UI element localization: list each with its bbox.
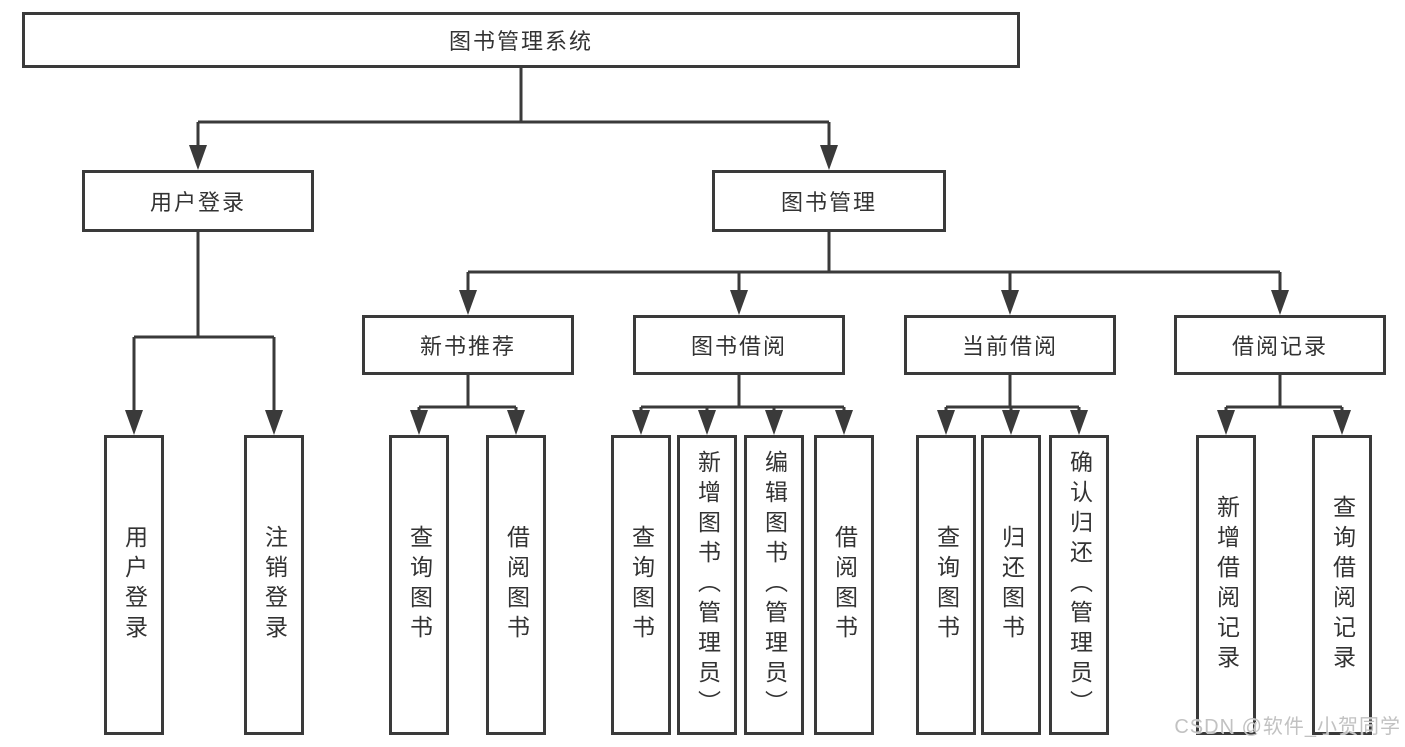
- leaf-logout: 注销登录: [244, 435, 304, 735]
- leaf-current-confirm-return-admin-label: 确认归还（管理员）: [1066, 450, 1093, 720]
- node-root: 图书管理系统: [22, 12, 1020, 68]
- node-current-borrow: 当前借阅: [904, 315, 1116, 375]
- node-borrow-records-label: 借阅记录: [1231, 334, 1328, 359]
- leaf-recommend-query-books: 查询图书: [389, 435, 449, 735]
- leaf-borrow-edit-books-admin-label: 编辑图书（管理员）: [761, 450, 788, 720]
- leaf-records-query-record: 查询借阅记录: [1312, 435, 1372, 735]
- leaf-records-add-record-label: 新增借阅记录: [1213, 495, 1240, 675]
- node-new-book-recommend: 新书推荐: [362, 315, 574, 375]
- node-current-borrow-label: 当前借阅: [961, 334, 1058, 359]
- leaf-borrow-add-books-admin-label: 新增图书（管理员）: [694, 450, 721, 720]
- node-book-borrow-label: 图书借阅: [690, 334, 787, 359]
- connector-borrow-to-leaves: [632, 375, 853, 435]
- node-borrow-records: 借阅记录: [1174, 315, 1386, 375]
- connector-root-to-children: [189, 68, 838, 170]
- leaf-recommend-borrow-books-label: 借阅图书: [503, 525, 530, 645]
- csdn-watermark: CSDN @软件_小贺同学: [1174, 716, 1401, 738]
- leaf-current-confirm-return-admin: 确认归还（管理员）: [1049, 435, 1109, 735]
- leaf-recommend-borrow-books: 借阅图书: [486, 435, 546, 735]
- node-book-borrow: 图书借阅: [633, 315, 845, 375]
- leaf-borrow-edit-books-admin: 编辑图书（管理员）: [744, 435, 804, 735]
- connector-login-to-leaves: [125, 232, 283, 435]
- leaf-records-query-record-label: 查询借阅记录: [1329, 495, 1356, 675]
- leaf-records-add-record: 新增借阅记录: [1196, 435, 1256, 735]
- connector-management-to-children: [459, 232, 1289, 315]
- leaf-logout-label: 注销登录: [261, 525, 288, 645]
- leaf-borrow-query-books-label: 查询图书: [628, 525, 655, 645]
- node-user-login: 用户登录: [82, 170, 314, 232]
- leaf-current-query-books: 查询图书: [916, 435, 976, 735]
- node-new-book-recommend-label: 新书推荐: [419, 334, 516, 359]
- leaf-current-return-books: 归还图书: [981, 435, 1041, 735]
- node-root-label: 图书管理系统: [448, 29, 593, 54]
- node-book-management: 图书管理: [712, 170, 946, 232]
- leaf-user-login: 用户登录: [104, 435, 164, 735]
- connector-records-to-leaves: [1217, 375, 1351, 435]
- leaf-borrow-query-books: 查询图书: [611, 435, 671, 735]
- leaf-borrow-borrow-books: 借阅图书: [814, 435, 874, 735]
- node-book-management-label: 图书管理: [780, 190, 877, 215]
- leaf-current-query-books-label: 查询图书: [933, 525, 960, 645]
- leaf-user-login-label: 用户登录: [121, 525, 148, 645]
- connector-recommend-to-leaves: [410, 375, 525, 435]
- leaf-recommend-query-books-label: 查询图书: [406, 525, 433, 645]
- leaf-borrow-add-books-admin: 新增图书（管理员）: [677, 435, 737, 735]
- leaf-borrow-borrow-books-label: 借阅图书: [831, 525, 858, 645]
- node-user-login-label: 用户登录: [149, 190, 246, 215]
- leaf-current-return-books-label: 归还图书: [998, 525, 1025, 645]
- connector-current-to-leaves: [937, 375, 1088, 435]
